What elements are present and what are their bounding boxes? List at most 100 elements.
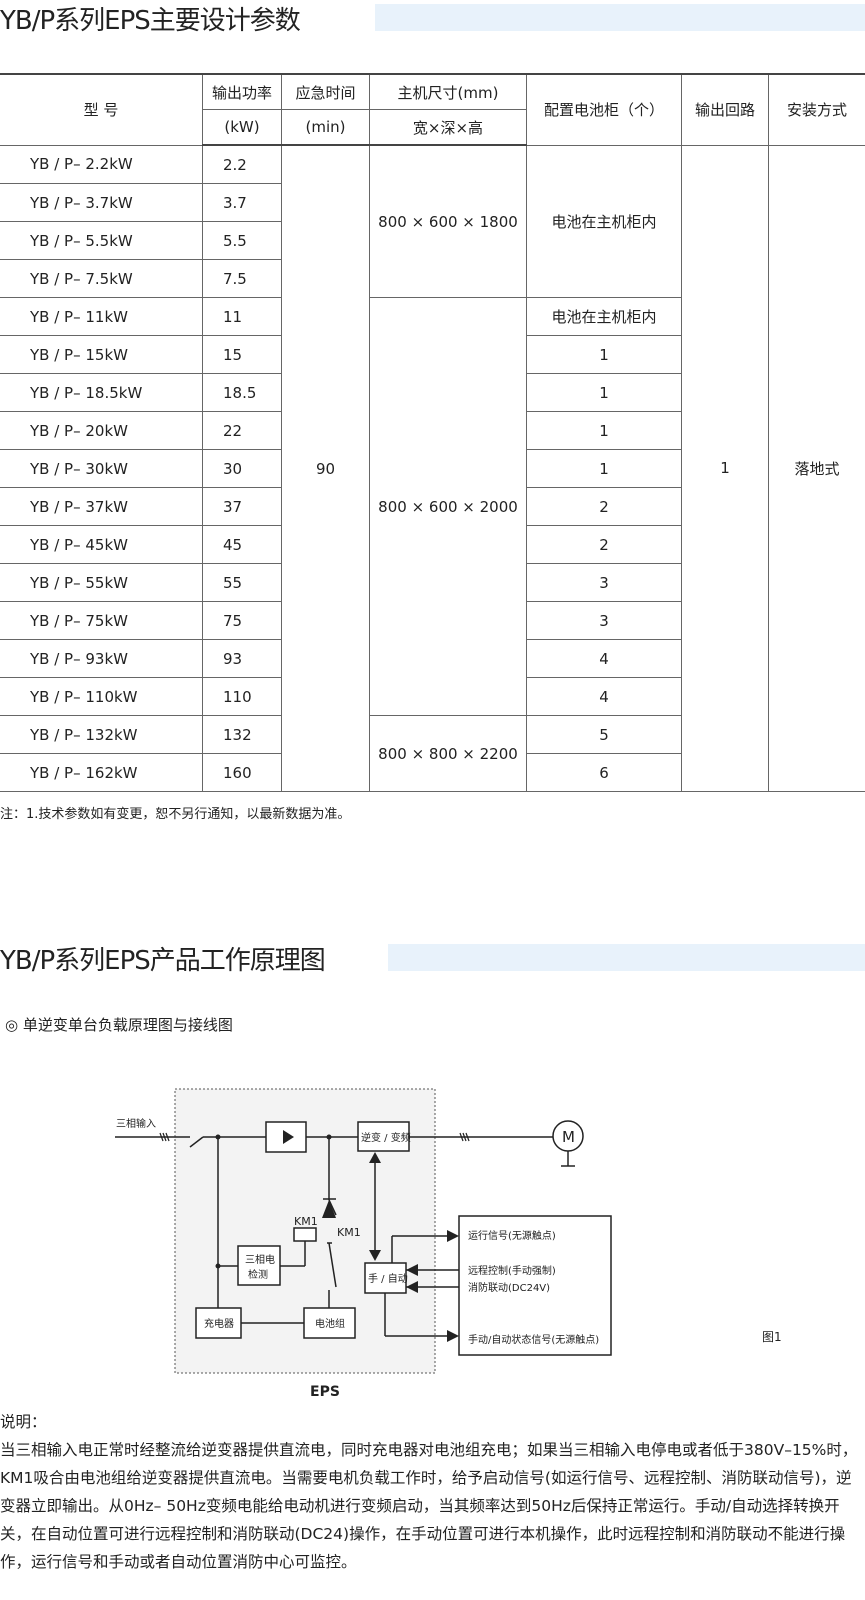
diode-icon — [322, 1200, 336, 1218]
cell-power: 45 — [202, 525, 282, 564]
cell-battery: 2 — [526, 525, 682, 564]
cell-battery: 电池在主机柜内 — [526, 297, 682, 336]
label-charger: 充电器 — [204, 1317, 234, 1330]
cell-power: 7.5 — [202, 259, 282, 298]
cell-model: YB / P– 5.5kW — [0, 221, 203, 260]
label-run-signal: 运行信号(无源触点) — [468, 1229, 556, 1242]
cell-model: YB / P– 7.5kW — [0, 259, 203, 298]
header-time: 应急时间 — [281, 73, 370, 110]
cell-loop: 1 — [681, 144, 769, 792]
motor-icon — [552, 1120, 584, 1152]
header-battery: 配置电池柜（个） — [526, 73, 682, 146]
cell-battery: 2 — [526, 487, 682, 526]
cell-battery: 3 — [526, 563, 682, 602]
description-text: 当三相输入电正常时经整流给逆变器提供直流电，同时充电器对电池组充电；如果当三相输… — [0, 1441, 858, 1571]
cell-battery: 5 — [526, 715, 682, 754]
description: 说明： 当三相输入电正常时经整流给逆变器提供直流电，同时充电器对电池组充电；如果… — [0, 1408, 865, 1576]
cell-model: YB / P– 37kW — [0, 487, 203, 526]
cell-power: 160 — [202, 753, 282, 792]
label-fire-link: 消防联动(DC24V) — [468, 1281, 550, 1294]
signal-box — [458, 1215, 612, 1356]
cell-model: YB / P– 20kW — [0, 411, 203, 450]
section-title-principle: YB/P系列EPS产品工作原理图 — [0, 946, 326, 976]
cell-model: YB / P– 3.7kW — [0, 183, 203, 222]
wiring-diagram: 三相输入 逆变 / 变频 M KM1 KM1 三相电 检测 充电器 电池组 手 … — [115, 1088, 782, 1400]
battery-box — [303, 1307, 356, 1339]
header-model: 型 号 — [0, 73, 203, 146]
manual-auto-box — [364, 1262, 407, 1294]
header-power-unit: (kW) — [202, 109, 282, 146]
cell-battery: 4 — [526, 639, 682, 678]
header-loop: 输出回路 — [681, 73, 769, 146]
label-remote-control: 远程控制(手动强制) — [468, 1264, 556, 1277]
cell-model: YB / P– 55kW — [0, 563, 203, 602]
header-size-unit: 宽×深×高 — [369, 109, 527, 146]
label-detect-2: 检测 — [248, 1268, 268, 1281]
cell-battery: 6 — [526, 753, 682, 792]
cell-model: YB / P– 11kW — [0, 297, 203, 336]
inverter-box — [357, 1121, 410, 1152]
title-bar-decoration — [375, 4, 865, 31]
cell-model: YB / P– 110kW — [0, 677, 203, 716]
cell-size: 800 × 600 × 2000 — [369, 297, 527, 716]
cell-size: 800 × 800 × 2200 — [369, 715, 527, 792]
label-detect-1: 三相电 — [245, 1253, 275, 1266]
footnote: 注：1.技术参数如有变更，恕不另行通知，以最新数据为准。 — [0, 807, 351, 822]
section-title-specs: YB/P系列EPS主要设计参数 — [0, 6, 301, 36]
cell-install: 落地式 — [768, 144, 865, 792]
label-km1-switch: KM1 — [337, 1226, 361, 1239]
cell-model: YB / P– 93kW — [0, 639, 203, 678]
header-install: 安装方式 — [768, 73, 865, 146]
diode-icon — [283, 1130, 294, 1144]
description-label: 说明： — [0, 1413, 47, 1431]
cell-model: YB / P– 2.2kW — [0, 144, 203, 184]
diagram-subtitle: ◎ 单逆变单台负载原理图与接线图 — [5, 1016, 233, 1034]
title-bar-decoration — [388, 944, 865, 971]
label-inverter: 逆变 / 变频 — [361, 1131, 411, 1144]
cell-model: YB / P– 15kW — [0, 335, 203, 374]
label-input: 三相输入 — [116, 1117, 156, 1130]
cell-battery: 电池在主机柜内 — [526, 144, 682, 298]
cell-power: 5.5 — [202, 221, 282, 260]
cell-model: YB / P– 45kW — [0, 525, 203, 564]
cell-model: YB / P– 18.5kW — [0, 373, 203, 412]
cell-battery: 3 — [526, 601, 682, 640]
eps-label: EPS — [310, 1384, 340, 1400]
cell-model: YB / P– 30kW — [0, 449, 203, 488]
cell-power: 22 — [202, 411, 282, 450]
cell-model: YB / P– 75kW — [0, 601, 203, 640]
cell-model: YB / P– 162kW — [0, 753, 203, 792]
figure-label: 图1 — [762, 1330, 782, 1344]
header-time-unit: (min) — [281, 109, 370, 146]
cell-power: 30 — [202, 449, 282, 488]
label-battery: 电池组 — [315, 1317, 345, 1330]
label-manual-auto: 手 / 自动 — [368, 1272, 408, 1285]
cell-power: 93 — [202, 639, 282, 678]
cell-power: 110 — [202, 677, 282, 716]
label-motor: M — [562, 1128, 575, 1146]
km1-coil-box — [293, 1227, 317, 1242]
charger-box — [195, 1307, 242, 1339]
label-km1-coil: KM1 — [294, 1215, 318, 1228]
cell-power: 132 — [202, 715, 282, 754]
label-state-signal: 手动/自动状态信号(无源触点) — [468, 1333, 599, 1346]
cell-battery: 1 — [526, 411, 682, 450]
detect-box — [237, 1245, 281, 1286]
